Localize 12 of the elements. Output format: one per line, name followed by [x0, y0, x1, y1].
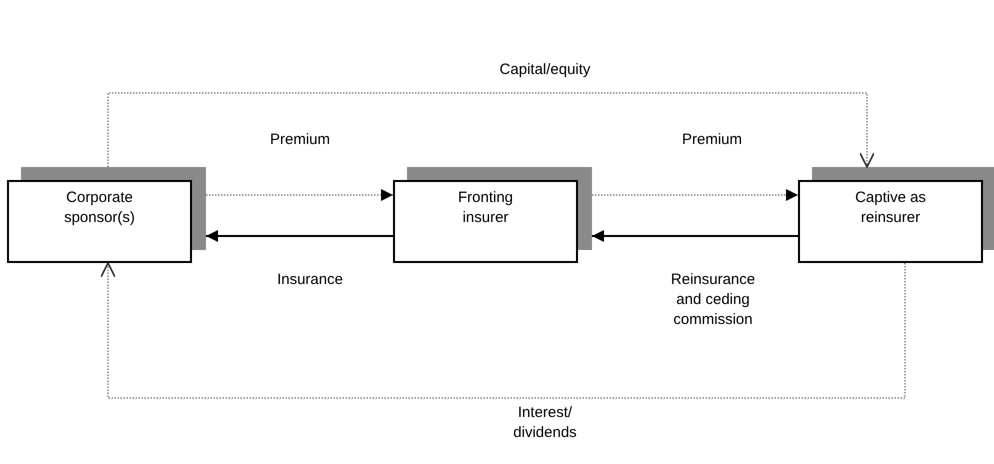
- node-label: Fronting insurer: [456, 188, 514, 228]
- process-box: [798, 180, 983, 263]
- node-label: Captive as reinsurer: [854, 188, 927, 228]
- arrow: [206, 230, 393, 242]
- arrow: [592, 189, 798, 201]
- arrow: [206, 189, 394, 201]
- arrow: [108, 92, 875, 168]
- arrow: [592, 230, 798, 242]
- arrow: [100, 262, 906, 398]
- process-box: [393, 180, 578, 263]
- process-box: [7, 180, 192, 263]
- node-label: Corporate sponsor(s): [63, 188, 136, 228]
